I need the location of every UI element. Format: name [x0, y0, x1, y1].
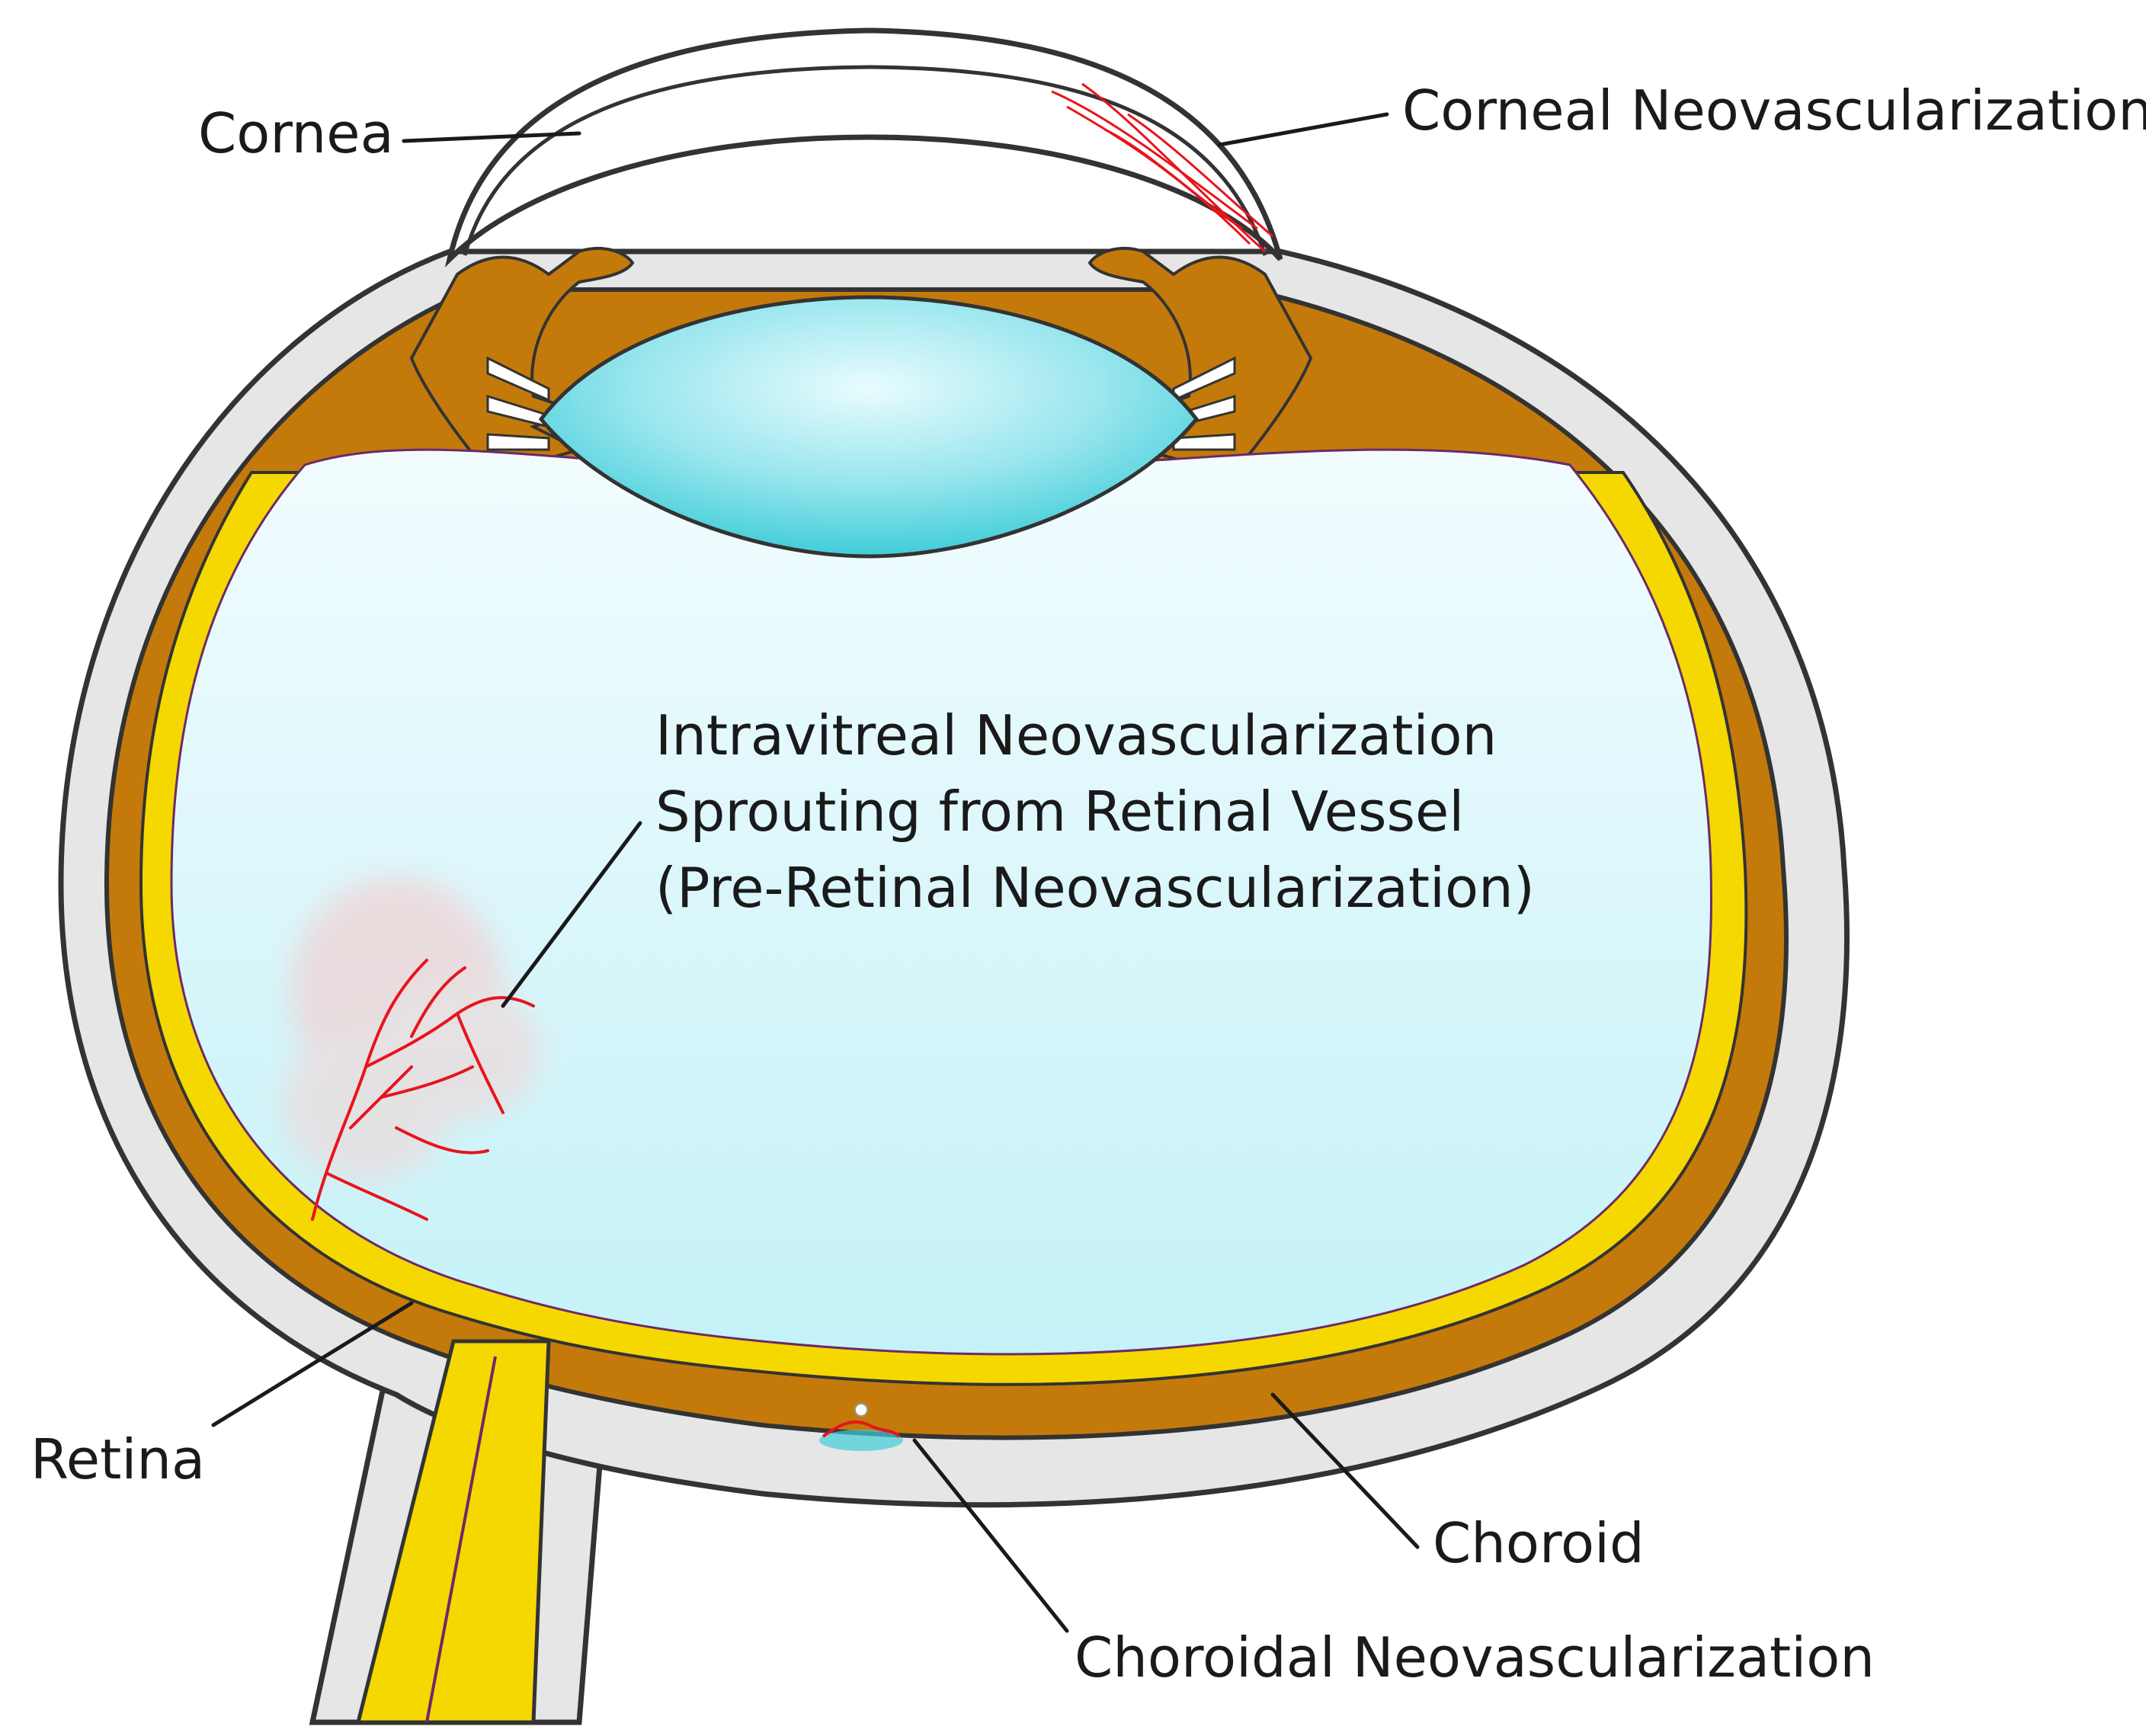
- intravitreal-haze: [282, 876, 541, 1181]
- label-intravitreal-line1: Intravitreal Neovascularization: [655, 703, 1497, 767]
- label-intravitreal-line3: (Pre-Retinal Neovascularization): [655, 856, 1535, 920]
- label-choroid: Choroid: [1433, 1511, 1645, 1575]
- intravitreal-vessels: [311, 959, 535, 1221]
- leader-lines: [211, 112, 1420, 1633]
- leader-choroidal-nv: [912, 1438, 1069, 1633]
- label-choroidal-neovascularization: Choroidal Neovascularization: [1075, 1625, 1875, 1690]
- label-intravitreal-line2: Sprouting from Retinal Vessel: [655, 780, 1464, 844]
- cornea-dome: [444, 27, 1283, 268]
- leader-intravitreal: [501, 821, 642, 1008]
- leader-choroid: [1270, 1392, 1420, 1549]
- leader-corneal-nv: [1217, 112, 1389, 147]
- cornea-inner: [463, 65, 1267, 256]
- label-corneal-neovascularization: Corneal Neovascularization: [1402, 78, 2146, 143]
- optic-nerve-center-line: [425, 1356, 497, 1723]
- corneal-vessels: [1051, 82, 1273, 253]
- choroidal-vessels: [819, 1403, 903, 1451]
- leader-cornea: [402, 131, 581, 143]
- optic-nerve: [355, 1339, 551, 1725]
- label-retina: Retina: [30, 1427, 205, 1491]
- label-cornea: Cornea: [198, 101, 394, 165]
- leader-retina: [211, 1301, 414, 1427]
- lens: [538, 295, 1200, 559]
